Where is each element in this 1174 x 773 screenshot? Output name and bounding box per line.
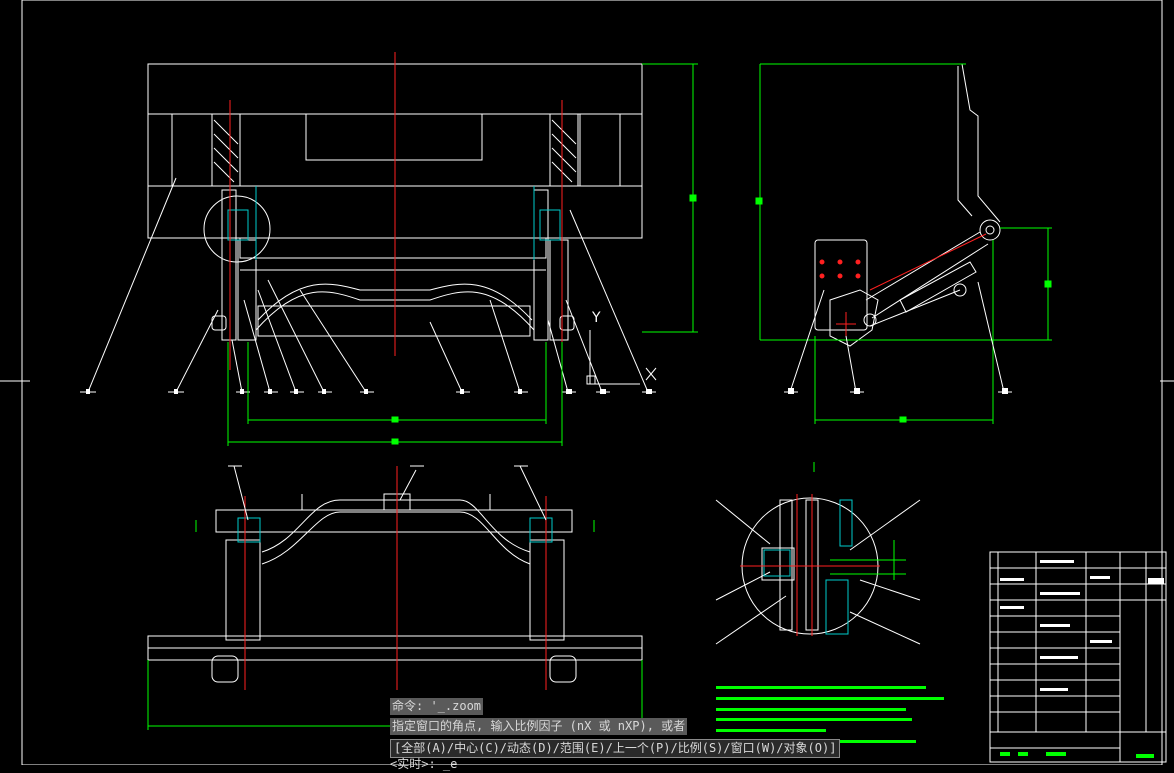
command-history-line-1: 命令: '_.zoom (390, 698, 484, 715)
top-view-leaders (228, 465, 547, 521)
detail-view-hatch (763, 499, 853, 635)
ucs-icon (586, 330, 657, 385)
side-view-leaders (784, 281, 1012, 393)
front-view-hatch (227, 186, 561, 260)
command-options-line[interactable]: [全部(A)/中心(C)/动态(D)/范围(E)/上一个(P)/比例(S)/窗口… (390, 739, 841, 758)
top-view-hatch (237, 517, 553, 543)
side-view-red (819, 233, 987, 336)
detail-view-red (740, 494, 880, 636)
detail-view (715, 497, 921, 645)
balloon-markers (86, 388, 1008, 394)
title-block-green (1000, 752, 1154, 758)
top-view (147, 493, 643, 683)
side-view-dimensions (755, 63, 1052, 424)
title-block (989, 551, 1167, 763)
technical-notes (716, 686, 944, 743)
drawing-border (21, 0, 1163, 765)
ucs-y-label: Y (591, 310, 601, 326)
detail-view-dimensions (813, 462, 906, 580)
front-view-leaders (80, 177, 656, 393)
command-history-line-2: 指定窗口的角点, 输入比例因子 (nX 或 nXP), 或者 (390, 718, 688, 735)
side-view (814, 63, 1001, 347)
front-view-dimensions (227, 63, 698, 446)
title-block-text-marks (1000, 560, 1164, 691)
